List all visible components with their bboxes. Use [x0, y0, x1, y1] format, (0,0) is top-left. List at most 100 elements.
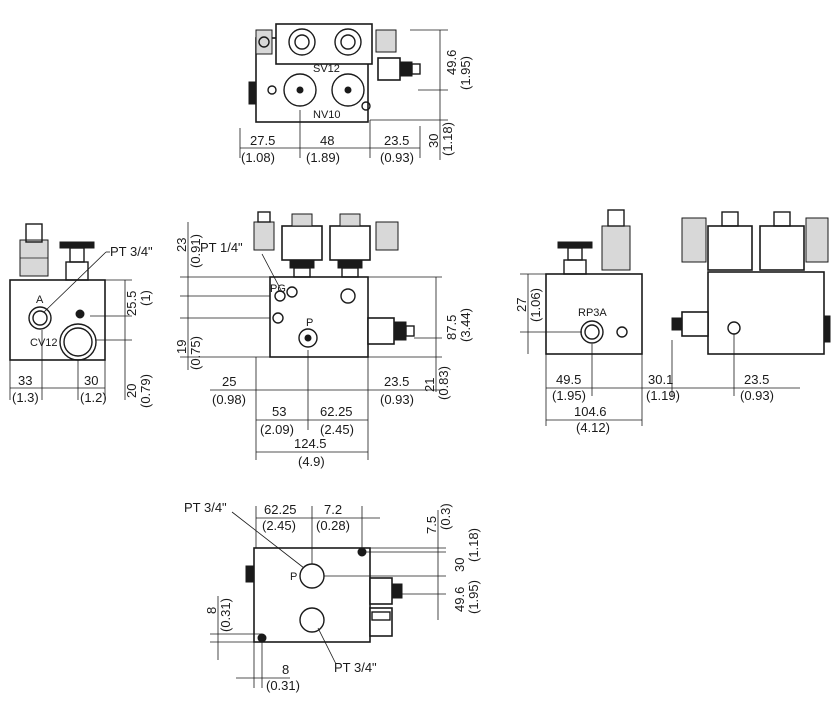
left-view-port-a — [28, 306, 52, 330]
front-view: PG P PT 1/4" 23 (0.91) 19 (0.75) 87.5 (3… — [174, 211, 473, 469]
left-view-dim-w1-in: (1.3) — [12, 390, 39, 405]
front-view-port-label: PT 1/4" — [200, 240, 243, 255]
top-view-dim-w1: 27.5 — [250, 133, 275, 148]
right-view-end-block — [707, 271, 825, 355]
right-view-dim-w1: 49.5 — [556, 372, 581, 387]
front-view-side-fitting — [367, 317, 395, 345]
bottom-view-dim-w1: 62.25 — [264, 502, 297, 517]
right-view-dim-w1-in: (1.95) — [552, 388, 586, 403]
right-view-dim-w3: 23.5 — [744, 372, 769, 387]
bottom-view-dim-h-left: 8 — [204, 607, 219, 614]
top-view-dim-h1-in: (1.95) — [458, 56, 473, 90]
right-view-end-fitting — [681, 311, 709, 337]
bottom-view-p-label: P — [290, 571, 297, 583]
front-view-dim-w2: 23.5 — [384, 374, 409, 389]
front-view-dim-w3: 53 — [272, 404, 286, 419]
front-view-dim-h-right-in: (3.44) — [458, 308, 473, 342]
right-view-end-coil-1 — [681, 217, 707, 263]
right-view-end-coil-2 — [805, 217, 829, 263]
left-view-dim-w2: 30 — [84, 373, 98, 388]
front-view-dim-w1: 25 — [222, 374, 236, 389]
left-view-a-label: A — [36, 294, 44, 306]
right-view-dim-h1: 27 — [514, 298, 529, 312]
right-view-handwheel — [557, 241, 593, 249]
front-view-dim-h-top: 23 — [174, 238, 189, 252]
front-view-dim-total-in: (4.9) — [298, 454, 325, 469]
top-view-left-coil — [255, 29, 273, 55]
bottom-view-port2-label: PT 3/4" — [334, 660, 377, 675]
front-view-valve-2 — [329, 225, 371, 261]
top-view-dim-h1: 49.6 — [444, 50, 459, 75]
bottom-view: P PT 3/4" PT 3/4" 62.25 (2.45) 7.2 (0.28… — [184, 500, 481, 693]
bottom-view-dim-h1-in: (0.3) — [438, 503, 453, 530]
front-view-dim-h-bot-in: (0.75) — [188, 336, 203, 370]
top-view-dim-w2: 48 — [320, 133, 334, 148]
front-view-port-p — [298, 328, 318, 348]
front-view-dim-w3-in: (2.09) — [260, 422, 294, 437]
top-view-right-coil — [375, 29, 397, 53]
bottom-view-dim-h1: 7.5 — [424, 516, 439, 534]
front-view-dim-w1-in: (0.98) — [212, 392, 246, 407]
front-view-dim-h-right: 87.5 — [444, 315, 459, 340]
bottom-view-dim-w-bot: 8 — [282, 662, 289, 677]
right-view-dim-h1-in: (1.06) — [528, 288, 543, 322]
left-view-dim-h1-in: (1) — [138, 290, 153, 306]
top-view-nv-label: NV10 — [313, 109, 341, 121]
right-view-dim-w2-in: (1.19) — [646, 388, 680, 403]
top-view-port-nv — [331, 73, 365, 107]
right-view: RP3A 27 (1.06) 49.5 (1.95) 30.1 (1.19) 2… — [514, 209, 831, 435]
front-view-dim-h-top-in: (0.91) — [188, 234, 203, 268]
left-view-dim-h2: 20 — [124, 384, 139, 398]
top-view-dim-w2-in: (1.89) — [306, 150, 340, 165]
right-view-side-block — [545, 273, 643, 355]
top-view-valve-1 — [288, 28, 316, 56]
bottom-view-dim-h3-in: (1.95) — [466, 580, 481, 614]
left-view-block — [9, 279, 106, 361]
bottom-view-dim-w1-in: (2.45) — [262, 518, 296, 533]
front-view-dim-w2-in: (0.93) — [380, 392, 414, 407]
top-view: SV12 NV10 27.5 (1.08) 48 (1.89) 23.5 (0.… — [239, 23, 473, 165]
top-view-dim-w1-in: (1.08) — [241, 150, 275, 165]
front-view-dim-h-r2: 21 — [422, 378, 437, 392]
bottom-view-fitting-1 — [369, 577, 393, 605]
left-view-dim-w1: 33 — [18, 373, 32, 388]
top-view-valve-housing — [275, 23, 373, 65]
front-view-dim-h-bot: 19 — [174, 340, 189, 354]
bottom-view-dim-h2: 30 — [452, 558, 467, 572]
right-view-dim-w2: 30.1 — [648, 372, 673, 387]
top-view-port-sv — [283, 73, 317, 107]
front-view-dim-total: 124.5 — [294, 436, 327, 451]
right-view-dim-total: 104.6 — [574, 404, 607, 419]
bottom-view-dim-w-bot-in: (0.31) — [266, 678, 300, 693]
top-view-dim-h2: 30 — [426, 134, 441, 148]
right-view-rp-label: RP3A — [578, 307, 607, 319]
front-view-p-label: P — [306, 317, 313, 329]
right-view-coil — [601, 225, 631, 271]
bottom-view-fitting-2 — [369, 607, 393, 637]
front-view-right-coil — [375, 221, 399, 251]
front-view-left-coil — [253, 221, 275, 251]
bottom-view-port-2 — [299, 607, 325, 633]
front-view-dim-w4-in: (2.45) — [320, 422, 354, 437]
left-view-port-label: PT 3/4" — [110, 244, 153, 259]
top-view-dim-w3-in: (0.93) — [380, 150, 414, 165]
bottom-view-port1-label: PT 3/4" — [184, 500, 227, 515]
left-view-handwheel — [59, 241, 95, 249]
top-view-side-fitting — [377, 57, 401, 81]
top-view-valve-2 — [334, 28, 362, 56]
front-view-dim-w4: 62.25 — [320, 404, 353, 419]
bottom-view-dim-h2-in: (1.18) — [466, 528, 481, 562]
front-view-port-pg — [274, 290, 286, 302]
right-view-dim-w3-in: (0.93) — [740, 388, 774, 403]
front-view-dim-h-r2-in: (0.83) — [436, 366, 451, 400]
left-view-dim-h2-in: (0.79) — [138, 374, 153, 408]
left-view-dim-w2-in: (1.2) — [80, 390, 107, 405]
bottom-view-dim-h-left-in: (0.31) — [218, 598, 233, 632]
left-view-dim-h1: 25.5 — [124, 291, 139, 316]
front-view-valve-1 — [281, 225, 323, 261]
left-view-cv-label: CV12 — [30, 337, 58, 349]
bottom-view-dim-w2-in: (0.28) — [316, 518, 350, 533]
top-view-dim-w3: 23.5 — [384, 133, 409, 148]
right-view-dim-total-in: (4.12) — [576, 420, 610, 435]
